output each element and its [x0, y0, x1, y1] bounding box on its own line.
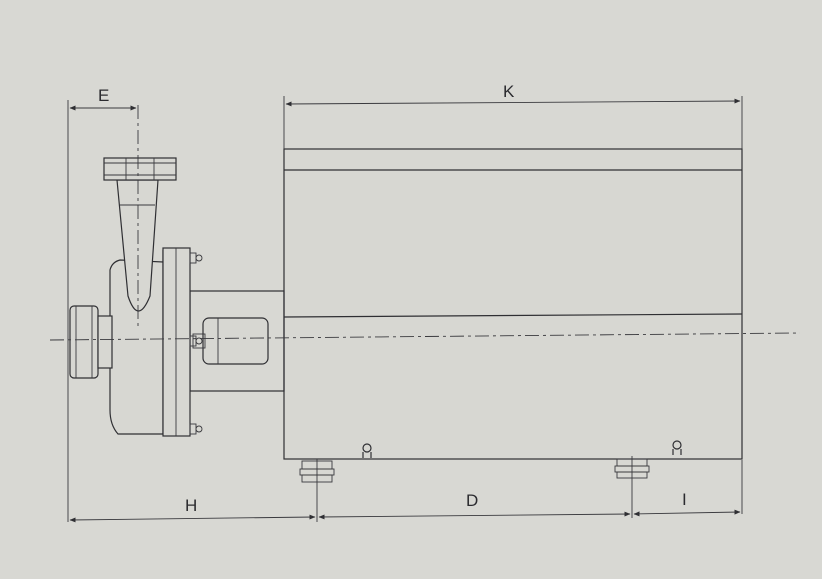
centerline-horizontal	[49, 332, 801, 341]
dimension-e: E	[69, 86, 137, 111]
motor-foot-right	[614, 456, 650, 480]
dimension-k: K	[285, 82, 741, 107]
flange-bolt-bottom	[189, 423, 203, 435]
lifting-lug-left	[362, 443, 372, 458]
dimension-d-label: D	[466, 491, 478, 510]
dimension-d: D	[318, 491, 631, 520]
dimension-h: H	[69, 496, 316, 523]
extension-lines	[67, 96, 743, 522]
shaft-seal	[192, 317, 269, 365]
lifting-lug-right	[672, 440, 682, 455]
suction-inlet	[69, 305, 113, 379]
dimension-h-label: H	[185, 496, 197, 515]
dimension-e-label: E	[98, 86, 109, 105]
dimension-k-label: K	[503, 82, 515, 101]
flange-bolt-top	[189, 252, 203, 264]
dimension-i: I	[633, 490, 741, 517]
motor-foot-left	[299, 459, 335, 484]
motor-housing	[283, 148, 743, 460]
flange-bolt-mid	[189, 335, 203, 347]
discharge-outlet	[103, 157, 177, 312]
dimension-i-label: I	[682, 490, 687, 509]
